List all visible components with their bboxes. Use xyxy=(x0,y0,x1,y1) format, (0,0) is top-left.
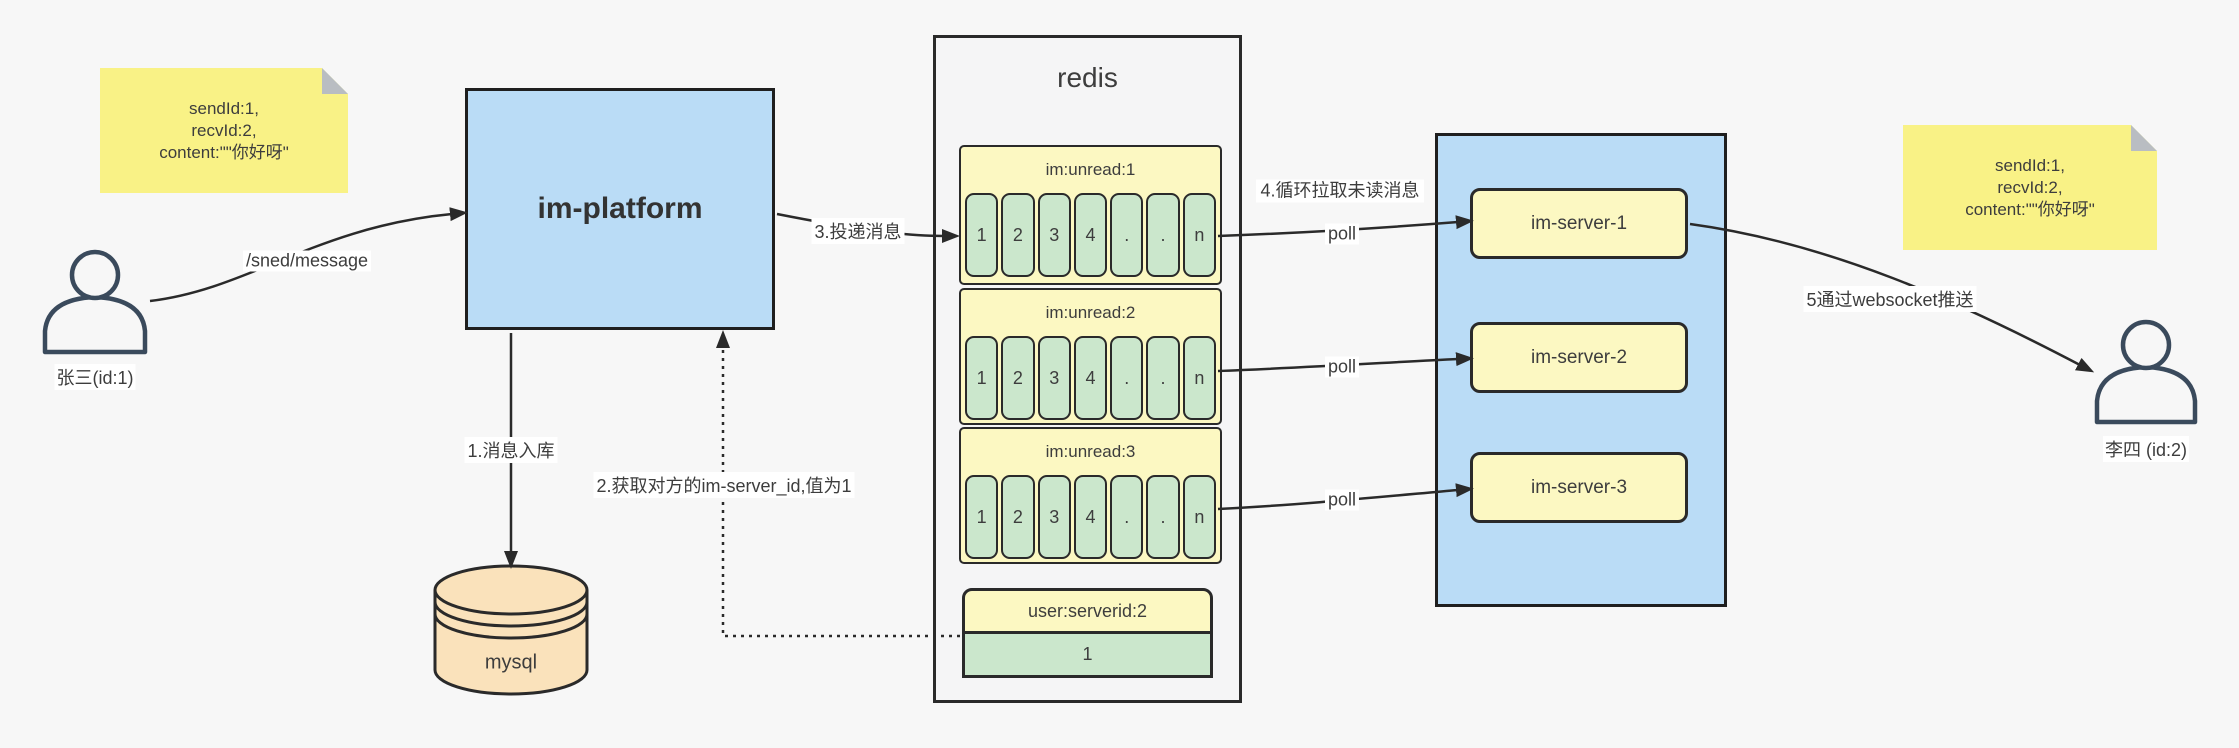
actor-sender-label: 张三(id:1) xyxy=(54,364,136,390)
note-line: content:""你好呀" xyxy=(1965,199,2095,219)
queue-cell: 2 xyxy=(1001,475,1035,559)
edge-label-send-message: /sned/message xyxy=(242,250,372,272)
database-cylinder-icon xyxy=(433,564,589,696)
im-server-2-label: im-server-2 xyxy=(1530,346,1628,368)
queue-header: im:unread:2 xyxy=(1045,303,1136,322)
note-line: content:""你好呀" xyxy=(159,142,289,162)
queue-cells: 1 2 3 4 . . n xyxy=(961,336,1220,420)
sticky-note-receiver: sendId:1, recvId:2, content:""你好呀" xyxy=(1903,125,2157,250)
node-im-platform-label: im-platform xyxy=(537,192,703,225)
note-line: recvId:2, xyxy=(1997,177,2063,197)
queue-cell: 1 xyxy=(965,475,999,559)
queue-cell: . xyxy=(1146,475,1180,559)
redis-queue-unread-3: im:unread:3 1 2 3 4 . . n xyxy=(959,427,1222,564)
queue-cell: 1 xyxy=(965,336,999,420)
queue-cell: n xyxy=(1182,336,1216,420)
queue-cell: . xyxy=(1110,193,1144,277)
redis-queue-unread-2: im:unread:2 1 2 3 4 . . n xyxy=(959,288,1222,425)
node-im-server-1: im-server-1 xyxy=(1470,188,1688,259)
queue-cell: 1 xyxy=(965,193,999,277)
redis-kv-value-label: 1 xyxy=(1082,644,1093,664)
queue-cell: 2 xyxy=(1001,336,1035,420)
queue-cell: . xyxy=(1146,193,1180,277)
queue-cell: n xyxy=(1182,475,1216,559)
queue-cell: . xyxy=(1110,475,1144,559)
queue-cell: . xyxy=(1110,336,1144,420)
queue-header: im:unread:1 xyxy=(1045,160,1136,179)
edge-label-step3: 3.投递消息 xyxy=(811,218,905,244)
queue-cell: 3 xyxy=(1037,193,1071,277)
note-line: sendId:1, xyxy=(1995,155,2065,175)
edge-label-step2: 2.获取对方的im-server_id,值为1 xyxy=(593,472,855,498)
edge-label-step4: 4.循环拉取未读消息 xyxy=(1256,179,1424,203)
person-receiver-icon xyxy=(2094,319,2198,425)
queue-cell: 4 xyxy=(1073,193,1108,277)
node-im-platform: im-platform xyxy=(465,88,775,330)
queue-cells: 1 2 3 4 . . n xyxy=(961,475,1220,559)
queue-cell: 2 xyxy=(1001,193,1035,277)
note-line: sendId:1, xyxy=(189,98,259,118)
queue-cell: . xyxy=(1146,336,1180,420)
queue-cells: 1 2 3 4 . . n xyxy=(961,193,1220,277)
redis-queue-unread-1: im:unread:1 1 2 3 4 . . n xyxy=(959,145,1222,285)
person-sender-icon xyxy=(42,249,148,355)
queue-cell: 4 xyxy=(1073,475,1108,559)
queue-cell: 3 xyxy=(1037,475,1071,559)
node-im-server-3: im-server-3 xyxy=(1470,452,1688,523)
database-label: mysql xyxy=(484,651,538,674)
sticky-note-sender: sendId:1, recvId:2, content:""你好呀" xyxy=(100,68,348,193)
edge-label-step1: 1.消息入库 xyxy=(464,437,558,463)
edge-label-poll-1: poll xyxy=(1324,223,1360,245)
queue-cell: 4 xyxy=(1073,336,1108,420)
queue-header: im:unread:3 xyxy=(1045,442,1136,461)
edge-label-poll-3: poll xyxy=(1324,489,1360,511)
redis-kv-value: 1 xyxy=(962,634,1213,678)
redis-kv-header-label: user:serverid:2 xyxy=(1027,600,1148,621)
note-line: recvId:2, xyxy=(191,120,257,140)
actor-receiver-label: 李四 (id:2) xyxy=(2102,436,2190,462)
edge-label-step5: 5通过websocket推送 xyxy=(1803,286,1977,312)
redis-title: redis xyxy=(1057,62,1118,93)
queue-cell: n xyxy=(1182,193,1216,277)
redis-kv-header: user:serverid:2 xyxy=(962,588,1213,634)
queue-cell: 3 xyxy=(1037,336,1071,420)
node-im-server-2: im-server-2 xyxy=(1470,322,1688,393)
im-server-3-label: im-server-3 xyxy=(1530,476,1628,498)
edge-label-poll-2: poll xyxy=(1324,356,1360,378)
im-server-1-label: im-server-1 xyxy=(1530,212,1628,234)
